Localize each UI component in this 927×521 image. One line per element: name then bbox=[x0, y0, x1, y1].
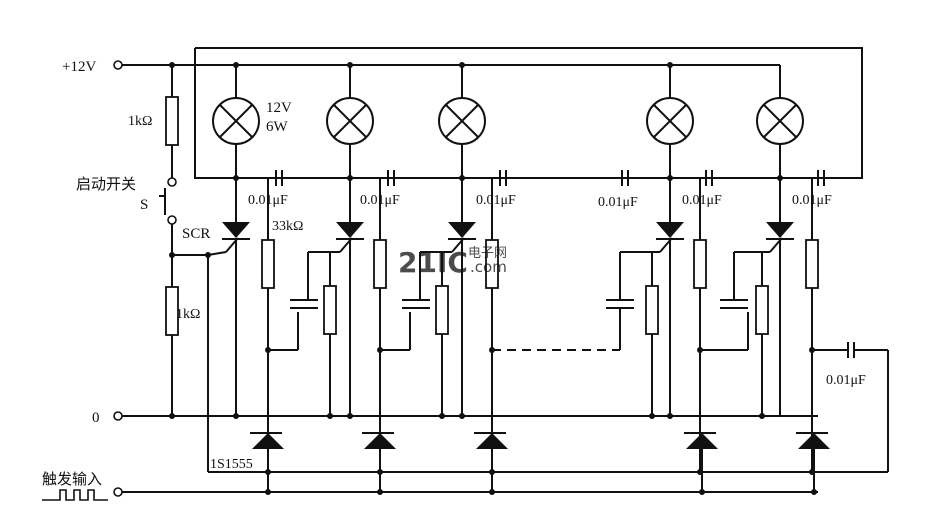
label-cap-4: 0.01μF bbox=[598, 195, 638, 210]
power-rail-top bbox=[113, 60, 780, 70]
diode-4 bbox=[684, 432, 718, 449]
diode-5 bbox=[796, 432, 830, 449]
ground-rail bbox=[113, 411, 818, 421]
diode-3 bbox=[474, 432, 508, 449]
input-section bbox=[159, 65, 209, 472]
label-cap-2: 0.01μF bbox=[360, 193, 400, 208]
watermark: 21IC 电子网 .com bbox=[398, 246, 507, 279]
stage-2 bbox=[290, 65, 462, 472]
terminal-zero bbox=[113, 411, 123, 421]
switch-contact-top bbox=[167, 177, 177, 187]
diode-leads bbox=[267, 449, 815, 492]
diode-1 bbox=[250, 432, 284, 449]
watermark-cn: 电子网 bbox=[468, 246, 507, 261]
label-zero: 0 bbox=[92, 410, 100, 426]
resistor-33k-1 bbox=[261, 239, 275, 289]
stage-1 bbox=[207, 65, 350, 472]
lamp-2 bbox=[326, 97, 374, 145]
watermark-domain: .com bbox=[470, 258, 507, 276]
resistor-top bbox=[165, 96, 179, 146]
lamp-1 bbox=[212, 97, 260, 145]
label-diode: 1S1555 bbox=[210, 457, 253, 472]
label-resistor-top: 1kΩ bbox=[128, 114, 152, 129]
label-resistor-33k: 33kΩ bbox=[272, 219, 303, 234]
pulse-waveform-icon bbox=[42, 489, 108, 501]
label-start-switch: 启动开关 bbox=[76, 175, 136, 193]
label-trigger-input: 触发输入 bbox=[42, 470, 102, 488]
label-lamp-power: 6W bbox=[266, 119, 289, 135]
label-cap-5: 0.01μF bbox=[682, 193, 722, 208]
label-plus-12v: +12V bbox=[62, 59, 96, 75]
label-cap-right: 0.01μF bbox=[826, 373, 866, 388]
terminal-trigger-input bbox=[113, 487, 123, 497]
diode-2 bbox=[362, 432, 396, 449]
stage-3 bbox=[402, 65, 620, 472]
switch-contact-bottom bbox=[167, 215, 177, 225]
label-scr: SCR bbox=[182, 226, 210, 242]
label-switch-s: S bbox=[140, 197, 148, 213]
stage-4 bbox=[606, 65, 780, 472]
lamp-3 bbox=[438, 97, 486, 145]
junction-dots bbox=[169, 62, 817, 495]
label-cap-6: 0.01μF bbox=[792, 193, 832, 208]
lamp-5 bbox=[756, 97, 804, 145]
label-cap-1: 0.01μF bbox=[248, 193, 288, 208]
label-lamp-voltage: 12V bbox=[266, 100, 292, 116]
label-cap-3: 0.01μF bbox=[476, 193, 516, 208]
terminal-plus-12v bbox=[113, 60, 123, 70]
watermark-brand: 21IC bbox=[398, 246, 468, 279]
stage-5 bbox=[720, 97, 889, 472]
lamp-4 bbox=[646, 97, 694, 145]
trigger-bus bbox=[42, 471, 888, 501]
label-resistor-bottom: 1kΩ bbox=[176, 307, 200, 322]
